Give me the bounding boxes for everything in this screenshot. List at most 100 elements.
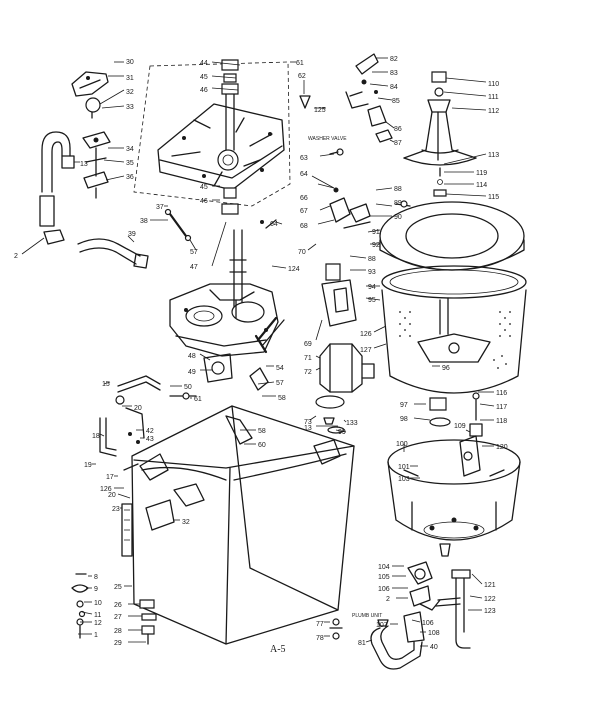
callout: 119 xyxy=(476,170,487,177)
ball-knob-part xyxy=(85,97,101,119)
callout: 2 xyxy=(14,253,18,260)
water-valve-bracket xyxy=(345,53,393,143)
callout: 83 xyxy=(390,70,398,77)
spin-basket xyxy=(381,289,527,394)
callout: 66 xyxy=(300,195,308,202)
spin-basket-top xyxy=(381,265,527,299)
callout: 46 xyxy=(200,198,208,205)
callout: 63 xyxy=(300,155,308,162)
callout: 64 xyxy=(270,221,278,228)
callout: 114 xyxy=(476,182,487,189)
basket-perforations xyxy=(399,311,511,369)
callout: 118 xyxy=(496,418,507,425)
callout: 88 xyxy=(368,256,376,263)
tub-bolt-parts xyxy=(469,392,483,437)
callout: 117 xyxy=(496,404,507,411)
callout: 68 xyxy=(300,223,308,230)
callout: 97 xyxy=(400,402,408,409)
callout: 42 xyxy=(146,428,154,435)
transmission-assembly xyxy=(169,283,279,357)
callout: 62 xyxy=(298,73,306,80)
callout: 20 xyxy=(108,492,116,499)
callout: 108 xyxy=(428,630,440,637)
callout: 61 xyxy=(296,60,304,67)
callout: 85 xyxy=(392,98,400,105)
callout: 86 xyxy=(394,126,402,133)
callout: 127 xyxy=(360,347,372,354)
callout: 32 xyxy=(126,89,134,96)
leader-lines xyxy=(21,57,495,647)
callout: 26 xyxy=(114,602,122,609)
callout: 90 xyxy=(394,214,402,221)
callout: 88 xyxy=(394,186,402,193)
callout: 13 xyxy=(80,161,88,168)
callout: 115 xyxy=(488,194,499,201)
motor-part xyxy=(319,343,375,393)
callout: 15 xyxy=(102,381,110,388)
agitator-part xyxy=(403,99,477,166)
tub-ring xyxy=(379,201,525,271)
cabinet-side-panel xyxy=(121,503,133,557)
callout: 96 xyxy=(442,365,450,372)
callout: 43 xyxy=(146,436,154,443)
callout: 9 xyxy=(94,586,98,593)
pump-lever-part xyxy=(249,334,269,391)
outer-tub-side-fittings xyxy=(459,435,481,477)
spin-bearing-parts xyxy=(221,187,239,215)
callout: 82 xyxy=(390,56,398,63)
callout: 44 xyxy=(200,60,208,67)
callout: 39 xyxy=(128,231,136,238)
callout: 49 xyxy=(188,369,196,376)
agitator-shaft-upper xyxy=(221,59,239,151)
callout: 94 xyxy=(368,284,376,291)
outer-tub xyxy=(387,439,521,557)
callout: 38 xyxy=(140,218,148,225)
transmission-base-plate xyxy=(133,61,291,207)
callout: 27 xyxy=(114,614,122,621)
callout: 67 xyxy=(300,208,308,215)
callout: 48 xyxy=(188,353,196,360)
callout: 121 xyxy=(484,582,496,589)
callout: 71 xyxy=(304,355,312,362)
callout: 8 xyxy=(94,574,98,581)
transmission-shaft xyxy=(229,229,247,311)
callout: 25 xyxy=(114,584,122,591)
callout: 60 xyxy=(258,442,266,449)
callout: 122 xyxy=(484,596,496,603)
callout: 58 xyxy=(258,428,266,435)
cabinet-corner-brackets xyxy=(139,439,341,531)
callout: 84 xyxy=(390,84,398,91)
callout: 72 xyxy=(304,369,312,376)
callout: 113 xyxy=(488,152,499,159)
motor-pulley-parts xyxy=(315,395,345,434)
callout: 58 xyxy=(278,395,286,402)
drain-outlet-hose xyxy=(435,569,471,649)
agitator-screw-parts xyxy=(433,167,447,197)
callout: 91 xyxy=(372,229,380,236)
callout: 31 xyxy=(126,75,134,82)
callout: 92 xyxy=(372,242,380,249)
callout-labels: 30 31 32 33 34 35 36 13 2 39 37 38 44 45… xyxy=(14,56,508,655)
screw-small-parts xyxy=(260,95,344,229)
callout: 17 xyxy=(106,474,114,481)
callout: 106 xyxy=(422,620,434,627)
callout: 87 xyxy=(394,140,402,147)
callout: 19 xyxy=(84,462,92,469)
switch-plate-part xyxy=(82,131,111,199)
page-label: A-5 xyxy=(270,644,286,655)
callout: 40 xyxy=(430,644,438,651)
pump-assembly xyxy=(403,561,441,643)
callout: 12 xyxy=(94,620,102,627)
pump-bearing-parts xyxy=(429,397,451,427)
callout: 69 xyxy=(304,341,312,348)
callout: 57 xyxy=(276,380,284,387)
callout: 45 xyxy=(200,74,208,81)
callout: 28 xyxy=(114,628,122,635)
callout: 104 xyxy=(378,564,390,571)
callout: 47 xyxy=(190,264,198,271)
callout: 35 xyxy=(126,160,134,167)
callout: 11 xyxy=(94,612,101,619)
water-inlet-pipe xyxy=(99,375,197,471)
callout: 34 xyxy=(126,146,134,153)
callout: 133 xyxy=(346,420,358,427)
